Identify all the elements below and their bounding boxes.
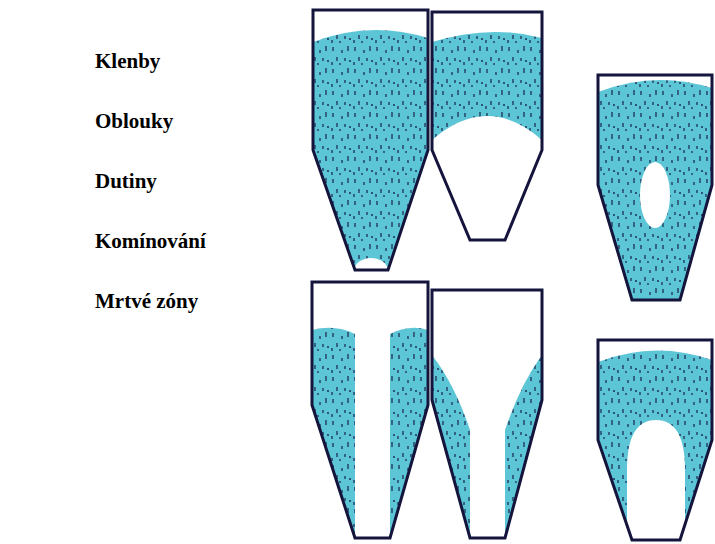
silo-outline bbox=[313, 10, 428, 270]
silo-outline bbox=[598, 340, 712, 540]
silo-outline bbox=[432, 290, 542, 538]
problem-label: Klenby bbox=[95, 50, 160, 73]
silo-outline bbox=[432, 12, 542, 240]
silo-fill bbox=[432, 32, 542, 140]
problem-label: Oblouky bbox=[95, 110, 173, 133]
problem-label: Mrtvé zóny bbox=[95, 290, 198, 313]
problem-label: Komínování bbox=[95, 230, 206, 253]
silo-outline bbox=[312, 282, 428, 538]
silo-fill bbox=[313, 30, 428, 284]
silo-fill bbox=[432, 355, 542, 544]
silo-fill bbox=[312, 328, 428, 544]
silo-fill bbox=[598, 350, 712, 544]
silo-outline bbox=[598, 75, 712, 300]
silo-fill bbox=[598, 80, 712, 305]
problem-label: Dutiny bbox=[95, 170, 157, 193]
